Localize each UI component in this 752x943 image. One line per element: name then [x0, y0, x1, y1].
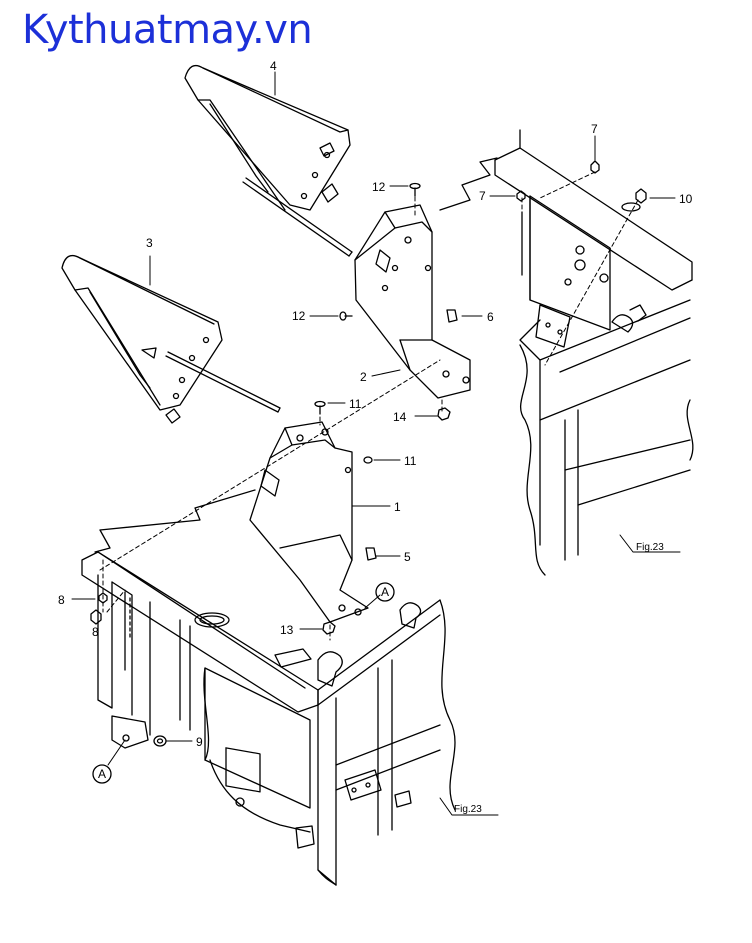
callout-1: 1: [394, 500, 401, 514]
detail-label-a-lower: A: [98, 767, 106, 781]
part-2-bracket: [354, 204, 471, 399]
leader-lines: [71, 71, 681, 816]
part-1-bracket: [249, 421, 369, 623]
callout-5: 5: [404, 550, 411, 564]
callout-8-bottom: 8: [92, 625, 99, 639]
fasteners: [90, 160, 647, 747]
callout-14: 14: [393, 410, 407, 424]
part-3-cover: [61, 254, 281, 424]
callout-11-side: 11: [404, 454, 417, 468]
callout-6: 6: [487, 310, 494, 324]
detail-marker-a-lower: [92, 764, 112, 784]
callout-7-side: 7: [479, 189, 486, 203]
callout-12-top: 12: [372, 180, 386, 194]
callout-13: 13: [280, 623, 294, 637]
detail-marker-a-upper: [375, 582, 395, 602]
callout-4: 4: [270, 59, 277, 73]
figure-ref-upper: Fig.23: [636, 542, 664, 553]
callout-2: 2: [360, 370, 367, 384]
watermark-logo: Kythuatmay.vn: [22, 7, 313, 53]
lower-frame: [81, 489, 456, 886]
callout-7-top: 7: [591, 122, 598, 136]
callout-8-side: 8: [58, 593, 65, 607]
callout-3: 3: [146, 236, 153, 250]
upper-frame: [439, 129, 694, 576]
callout-11-top: 11: [349, 397, 362, 411]
detail-label-a-upper: A: [381, 585, 389, 599]
callout-labels: 4 3 7 7 10 12 12 6 2 14 11 11 1 5 8 8 13…: [58, 59, 693, 815]
part-4-cover: [184, 64, 353, 257]
callout-10: 10: [679, 192, 693, 206]
figure-ref-lower: Fig.23: [454, 804, 482, 815]
callout-9: 9: [196, 735, 203, 749]
callout-12-side: 12: [292, 309, 306, 323]
